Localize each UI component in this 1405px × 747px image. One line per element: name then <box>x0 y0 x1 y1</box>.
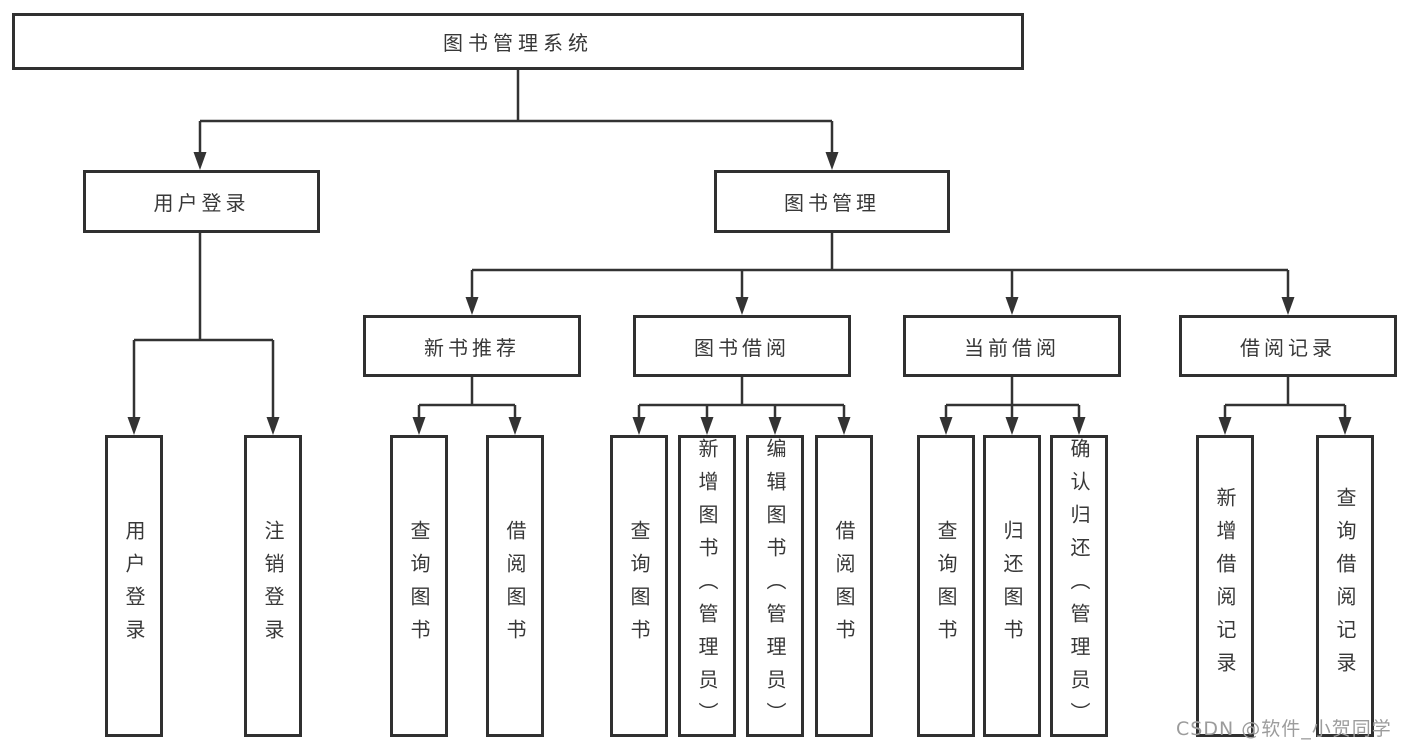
leaf-user-login: 用户登录 <box>105 435 163 737</box>
node-label: 归还图书 <box>1000 520 1024 652</box>
node-library-management-system: 图书管理系统 <box>12 13 1024 70</box>
leaf-query-borrow-record: 查询借阅记录 <box>1316 435 1374 737</box>
leaf-logout: 注销登录 <box>244 435 302 737</box>
node-label: 借阅图书 <box>503 520 527 652</box>
node-label: 新书推荐 <box>424 335 520 360</box>
leaf-edit-books-admin: 编辑图书（管理员） <box>746 435 804 737</box>
node-label: 注销登录 <box>261 520 285 652</box>
node-label: 用户登录 <box>122 520 146 652</box>
leaf-add-borrow-record: 新增借阅记录 <box>1196 435 1254 737</box>
leaf-borrow-books-recommend: 借阅图书 <box>486 435 544 737</box>
node-label: 新增借阅记录 <box>1213 487 1237 685</box>
node-label: 图书管理 <box>784 191 880 215</box>
node-label: 借阅记录 <box>1240 335 1336 360</box>
node-label: 当前借阅 <box>964 335 1060 360</box>
node-label: 查询图书 <box>407 520 431 652</box>
node-label: 新增图书（管理员） <box>695 438 719 735</box>
node-label: 确认归还（管理员） <box>1067 438 1091 735</box>
node-borrowing-records: 借阅记录 <box>1179 315 1397 377</box>
node-current-borrowing: 当前借阅 <box>903 315 1121 377</box>
leaf-query-books-borrow: 查询图书 <box>610 435 668 737</box>
leaf-add-books-admin: 新增图书（管理员） <box>678 435 736 737</box>
leaf-borrow-books: 借阅图书 <box>815 435 873 737</box>
node-label: 图书管理系统 <box>443 31 593 55</box>
node-label: 查询借阅记录 <box>1333 487 1357 685</box>
node-user-login: 用户登录 <box>83 170 320 233</box>
node-new-book-recommend: 新书推荐 <box>363 315 581 377</box>
watermark-text: CSDN @软件_小贺同学 <box>1176 718 1392 740</box>
node-label: 查询图书 <box>627 520 651 652</box>
node-label: 借阅图书 <box>832 520 856 652</box>
node-book-borrowing: 图书借阅 <box>633 315 851 377</box>
leaf-query-books-recommend: 查询图书 <box>390 435 448 737</box>
node-label: 用户登录 <box>153 191 250 215</box>
node-label: 编辑图书（管理员） <box>763 438 787 735</box>
leaf-query-books-current: 查询图书 <box>917 435 975 737</box>
node-label: 图书借阅 <box>694 335 790 360</box>
node-label: 查询图书 <box>934 520 958 652</box>
node-book-management: 图书管理 <box>714 170 950 233</box>
leaf-return-books: 归还图书 <box>983 435 1041 737</box>
leaf-confirm-return-admin: 确认归还（管理员） <box>1050 435 1108 737</box>
